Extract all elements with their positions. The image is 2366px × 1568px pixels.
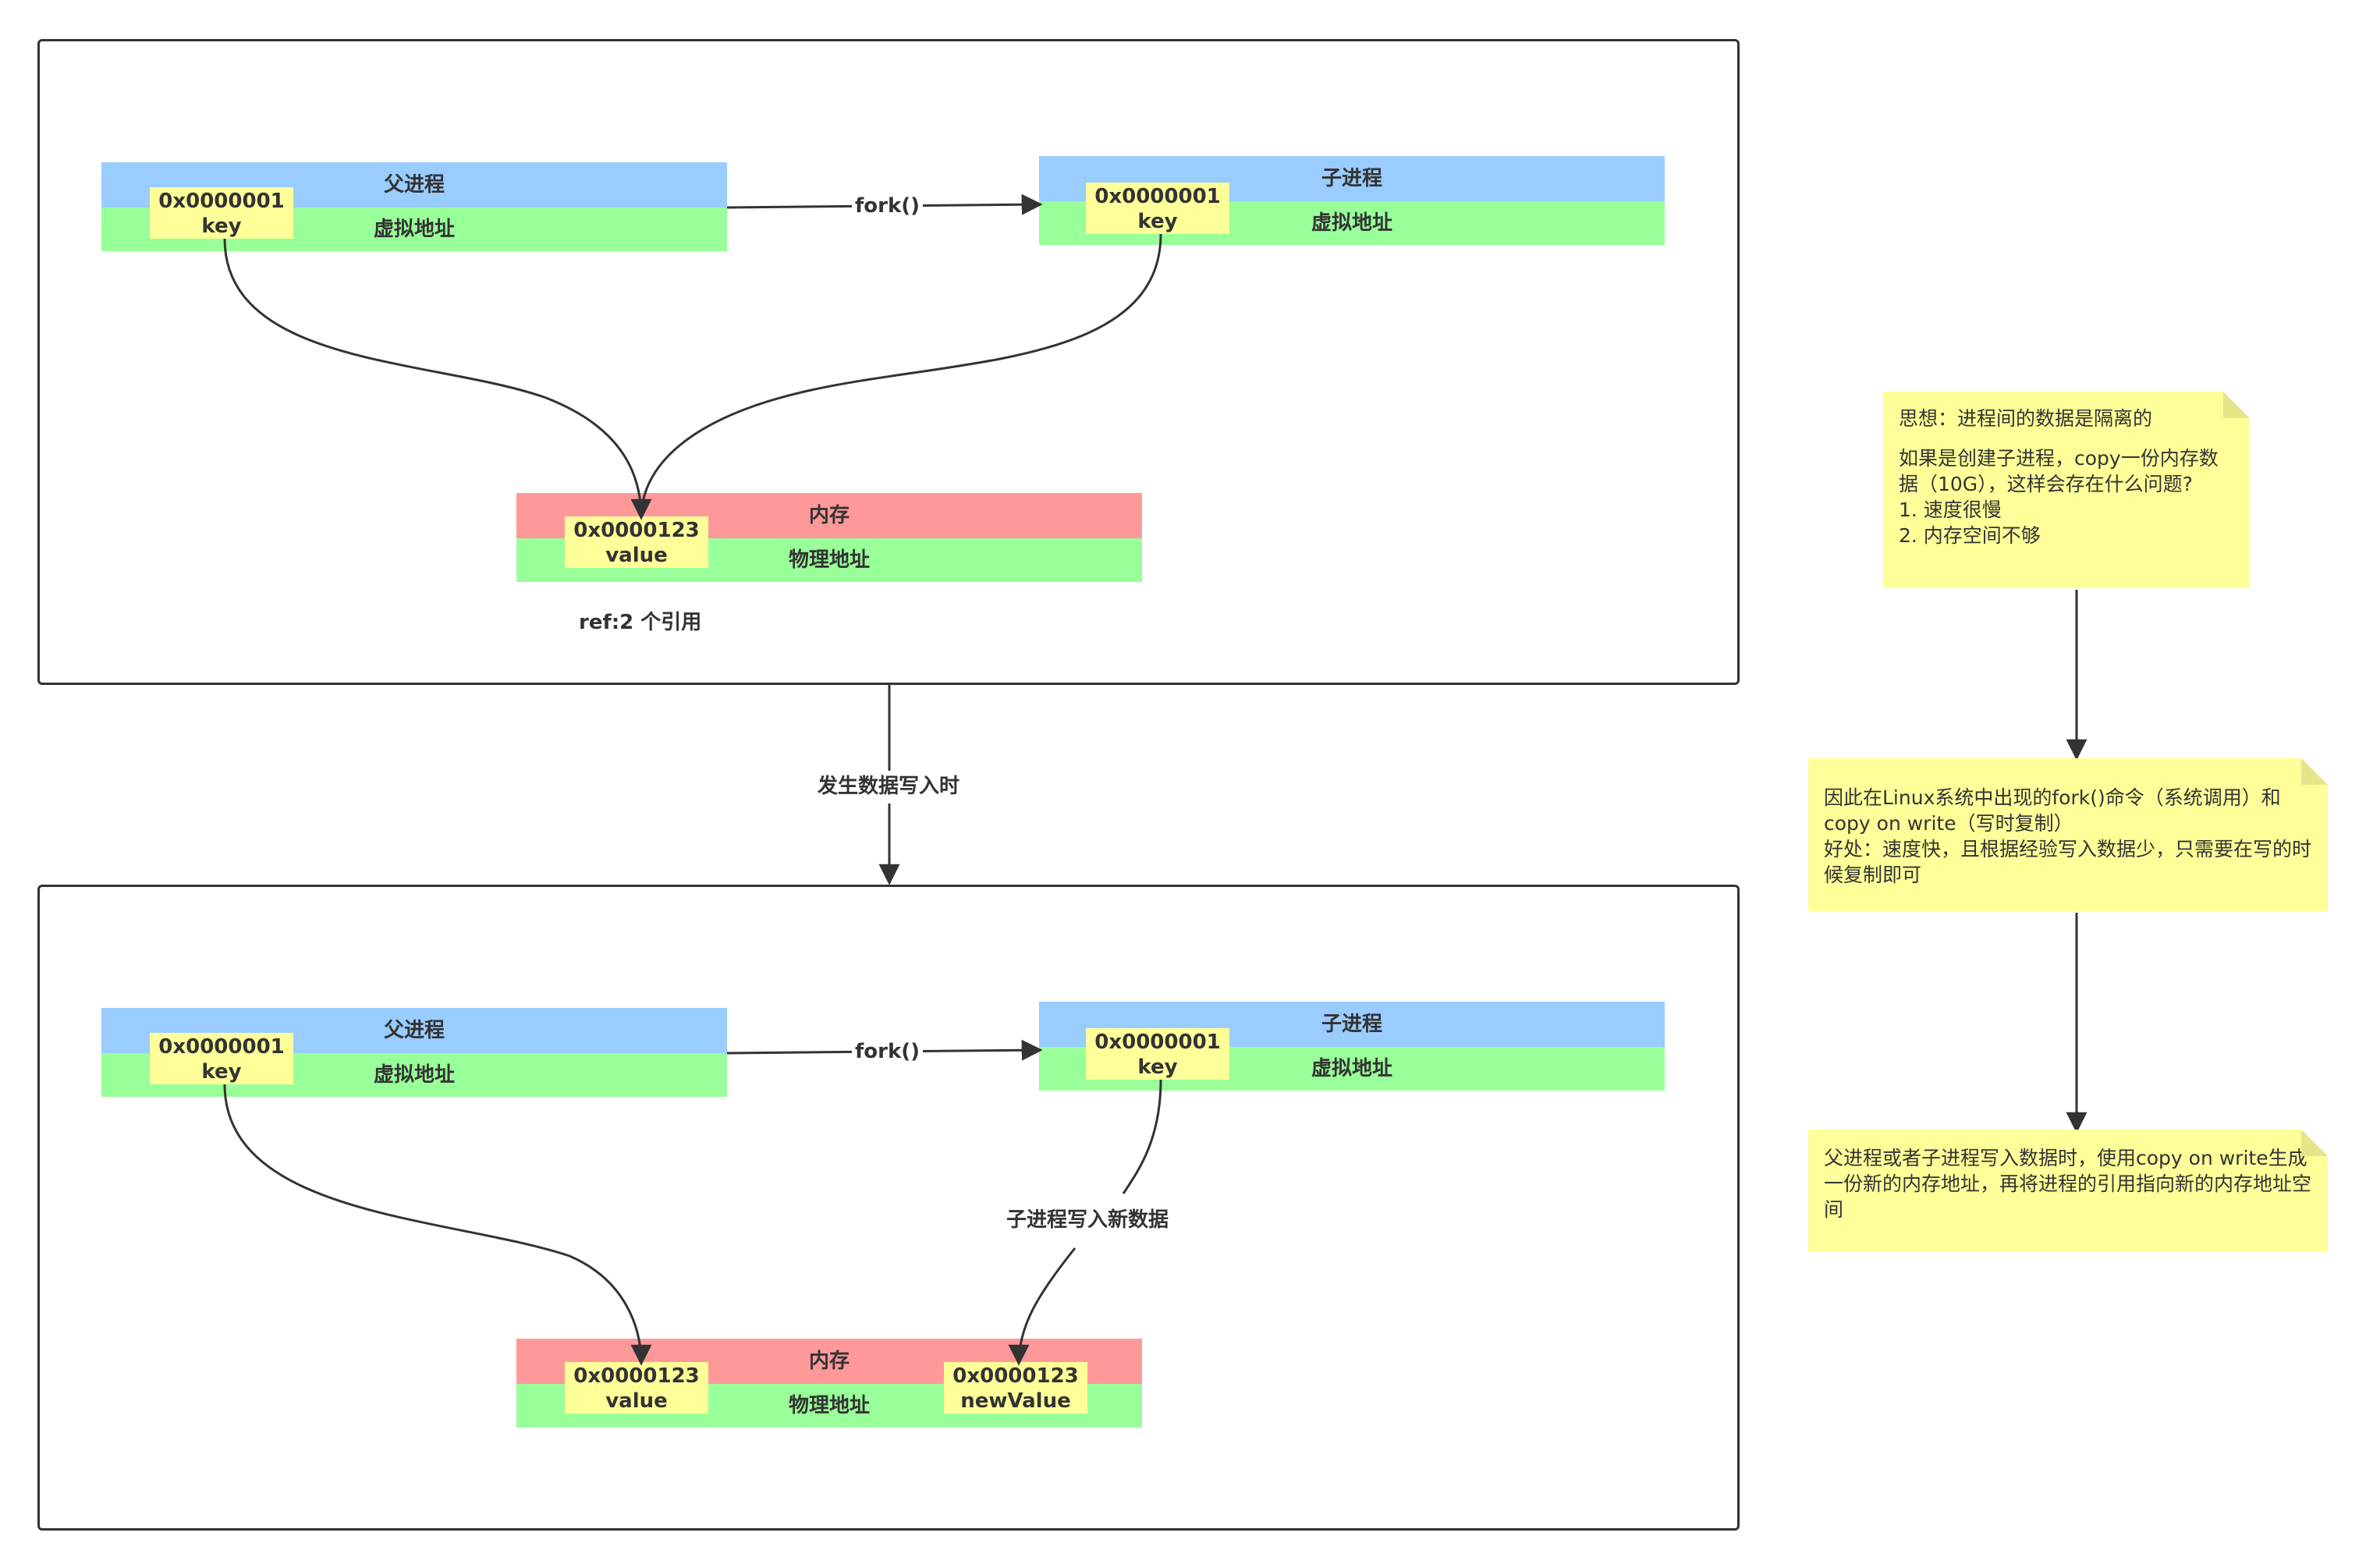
bottom-parent-key-addr: 0x0000001 xyxy=(158,1035,285,1059)
bottom-parent-key-label: key xyxy=(201,1060,242,1084)
bottom-child-key-label: key xyxy=(1137,1055,1178,1079)
bottom-memory-title: 内存 xyxy=(808,1350,850,1373)
top-parent-key-addr: 0x0000001 xyxy=(158,190,285,213)
bottom-child-subtitle: 虚拟地址 xyxy=(1311,1057,1392,1080)
note1-spacer xyxy=(1899,431,2234,445)
note1-line1: 思想：进程间的数据是隔离的 xyxy=(1899,407,2153,430)
top-memory-value-addr: 0x0000123 xyxy=(573,519,700,542)
top-child-key-cell[interactable]: 0x0000001 key xyxy=(1086,183,1229,234)
note2-line1: 因此在Linux系统中出现的fork()命令（系统调用）和copy on wri… xyxy=(1824,786,2281,835)
bottom-diagram-frame xyxy=(37,885,1740,1531)
bottom-memory-value-addr: 0x0000123 xyxy=(573,1364,700,1388)
top-parent-key-label: key xyxy=(201,215,242,238)
top-memory-value-cell[interactable]: 0x0000123 value xyxy=(565,516,708,568)
note3-corner-fold xyxy=(2301,1130,2328,1156)
top-parent-subtitle: 虚拟地址 xyxy=(373,218,455,241)
note2-line2: 好处：速度快，且根据经验写入数据少，只需要在写的时候复制即可 xyxy=(1824,838,2312,886)
note1-line2: 如果是创建子进程，copy一份内存数据（10G），这样会存在什么问题? xyxy=(1899,447,2219,495)
note1-line3: 1. 速度很慢 xyxy=(1899,498,2002,521)
bottom-child-title: 子进程 xyxy=(1321,1013,1382,1036)
bottom-child-key-addr: 0x0000001 xyxy=(1094,1031,1221,1054)
bottom-memory-value-label: value xyxy=(605,1389,668,1413)
note3-line1: 父进程或者子进程写入数据时，使用copy on write生成一份新的内存地址，… xyxy=(1824,1147,2312,1221)
top-parent-title: 父进程 xyxy=(383,173,445,197)
bottom-child-key-cell[interactable]: 0x0000001 key xyxy=(1086,1028,1229,1080)
note1-corner-fold xyxy=(2223,392,2250,418)
bottom-fork-label: fork() xyxy=(852,1039,924,1064)
bottom-memory-new-value-cell[interactable]: 0x0000123 newValue xyxy=(944,1362,1087,1414)
note-fork-copy-on-write[interactable]: 因此在Linux系统中出现的fork()命令（系统调用）和copy on wri… xyxy=(1808,758,2328,911)
bottom-parent-key-cell[interactable]: 0x0000001 key xyxy=(150,1033,293,1084)
top-parent-key-cell[interactable]: 0x0000001 key xyxy=(150,187,293,239)
bottom-memory-new-value-label: newValue xyxy=(960,1389,1071,1413)
top-child-key-label: key xyxy=(1137,210,1178,233)
bottom-memory-new-value-addr: 0x0000123 xyxy=(952,1364,1079,1388)
top-child-key-addr: 0x0000001 xyxy=(1094,185,1221,208)
top-diagram-frame xyxy=(37,39,1740,685)
note1-line4: 2. 内存空间不够 xyxy=(1899,524,2041,547)
bottom-child-write-label: 子进程写入新数据 xyxy=(1003,1208,1172,1233)
top-memory-subtitle: 物理地址 xyxy=(788,548,870,572)
note-process-isolation[interactable]: 思想：进程间的数据是隔离的 如果是创建子进程，copy一份内存数据（10G），这… xyxy=(1883,392,2250,588)
note-write-behavior[interactable]: 父进程或者子进程写入数据时，使用copy on write生成一份新的内存地址，… xyxy=(1808,1130,2328,1251)
top-ref-count-label: ref:2 个引用 xyxy=(579,611,702,634)
top-child-subtitle: 虚拟地址 xyxy=(1311,211,1392,235)
top-memory-value-label: value xyxy=(605,544,668,567)
top-fork-label: fork() xyxy=(852,193,924,218)
bottom-memory-subtitle: 物理地址 xyxy=(788,1394,870,1417)
top-child-title: 子进程 xyxy=(1321,167,1382,190)
note2-corner-fold xyxy=(2301,758,2328,785)
bottom-memory-value-cell[interactable]: 0x0000123 value xyxy=(565,1362,708,1414)
bottom-parent-title: 父进程 xyxy=(383,1019,445,1042)
bottom-parent-subtitle: 虚拟地址 xyxy=(373,1063,455,1087)
transition-label: 发生数据写入时 xyxy=(814,774,963,799)
